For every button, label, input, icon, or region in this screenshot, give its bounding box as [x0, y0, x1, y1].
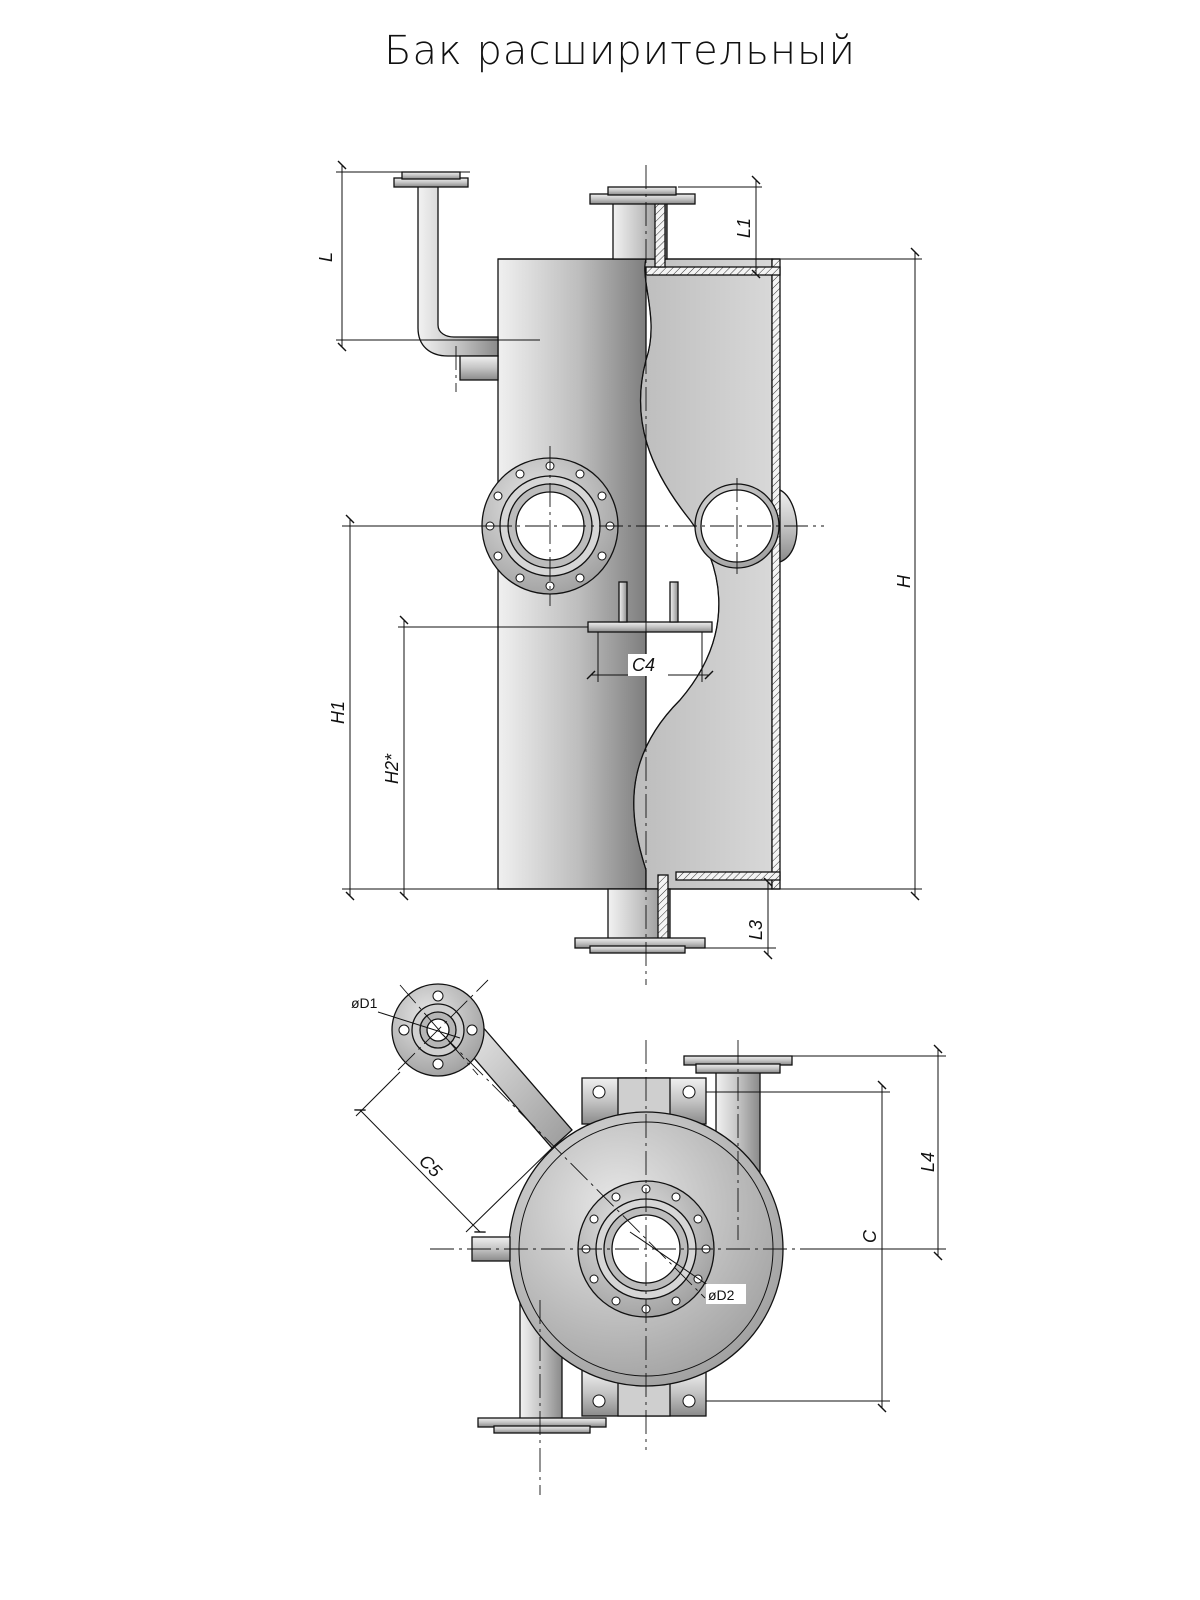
dim-label-C5: C5 — [415, 1151, 446, 1182]
dim-label-H2: H2* — [382, 753, 402, 784]
wall-bottom-hatch — [675, 871, 781, 881]
small-flange-bolts — [398, 990, 478, 1070]
front-center-lines — [455, 165, 824, 985]
top-dimension-labels: L4 C C5 øD1 øD2 — [351, 995, 938, 1304]
dim-label-D2: øD2 — [708, 1287, 735, 1303]
dim-label-C: C — [860, 1229, 880, 1243]
bracket-leg-left — [618, 581, 628, 623]
dim-label-L4: L4 — [918, 1152, 938, 1172]
bracket-leg-right — [669, 581, 679, 623]
drawing-title: Бак расширительный — [384, 28, 856, 74]
top-nozzle-pipe-wall — [654, 199, 666, 268]
dim-label-L3: L3 — [746, 920, 766, 940]
dim-label-L: L — [316, 252, 336, 262]
mount-bracket — [587, 621, 713, 633]
bottom-nozzle-pipe-wall — [657, 874, 669, 946]
dim-label-D1: øD1 — [351, 995, 378, 1011]
tank-cutaway-interior — [633, 258, 773, 890]
dim-label-L1: L1 — [734, 218, 754, 238]
wall-top-hatch — [645, 266, 781, 276]
top-dimensions — [354, 1011, 946, 1413]
front-dimension-labels: L L1 H H1 H2* C4 L3 — [316, 218, 914, 940]
wall-right-hatch — [771, 258, 781, 890]
dim-label-H1: H1 — [328, 701, 348, 724]
side-l-pipe — [417, 185, 499, 357]
dim-label-H: H — [894, 574, 914, 588]
top-view — [391, 983, 793, 1434]
front-view — [393, 171, 798, 954]
side-stub — [459, 355, 499, 381]
top-center-lines — [397, 979, 800, 1495]
front-dimensions — [336, 160, 922, 960]
dim-label-C4: C4 — [632, 655, 655, 675]
